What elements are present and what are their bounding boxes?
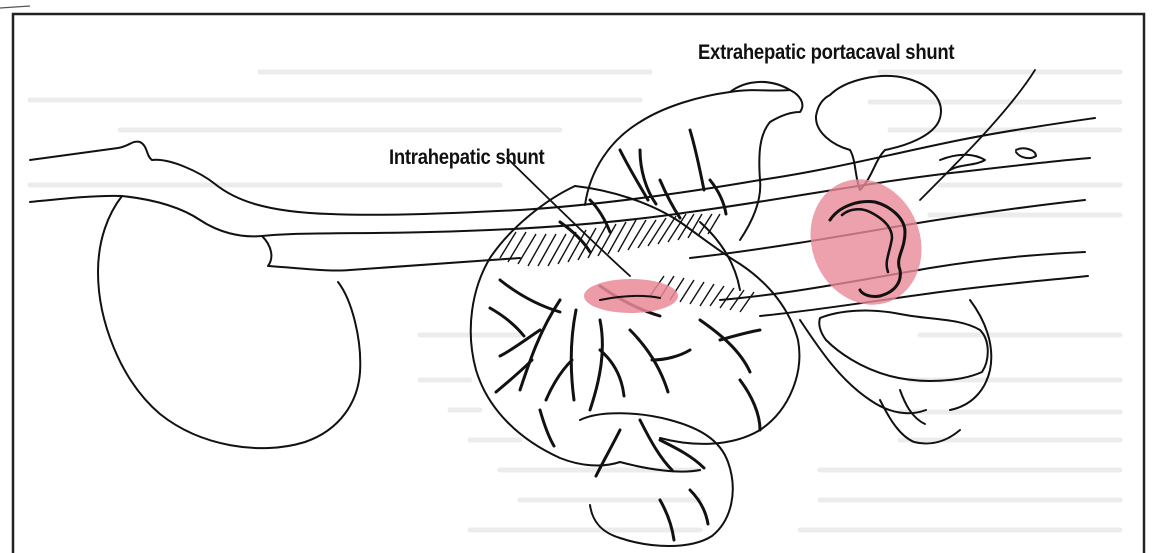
liver-lower-lobe bbox=[580, 413, 733, 546]
liver-upper-lobe bbox=[585, 90, 802, 240]
mesenteric-vessel-3 bbox=[950, 300, 991, 410]
caudal-vena-cava-lower bbox=[30, 158, 1090, 236]
stomach-outline bbox=[816, 76, 941, 190]
intrahepatic-vessel-network bbox=[490, 130, 760, 540]
intrahepatic-shunt-label: Intrahepatic shunt bbox=[389, 146, 544, 170]
spleen-outline bbox=[819, 311, 988, 381]
extrahepatic-shunt-highlight bbox=[792, 162, 940, 321]
caudal-vena-cava-upper bbox=[30, 118, 1095, 215]
intrahepatic-leader-line bbox=[507, 158, 630, 276]
extrahepatic-shunt-label: Extrahepatic portacaval shunt bbox=[698, 41, 954, 65]
lower-vessel bbox=[760, 276, 1088, 316]
heart-upper-edge bbox=[262, 236, 520, 271]
vessel-curl bbox=[1016, 148, 1036, 158]
extrahepatic-leader-line bbox=[920, 70, 1035, 200]
mesenteric-vessel-4 bbox=[900, 390, 925, 424]
page-corner-mark bbox=[0, 6, 30, 8]
